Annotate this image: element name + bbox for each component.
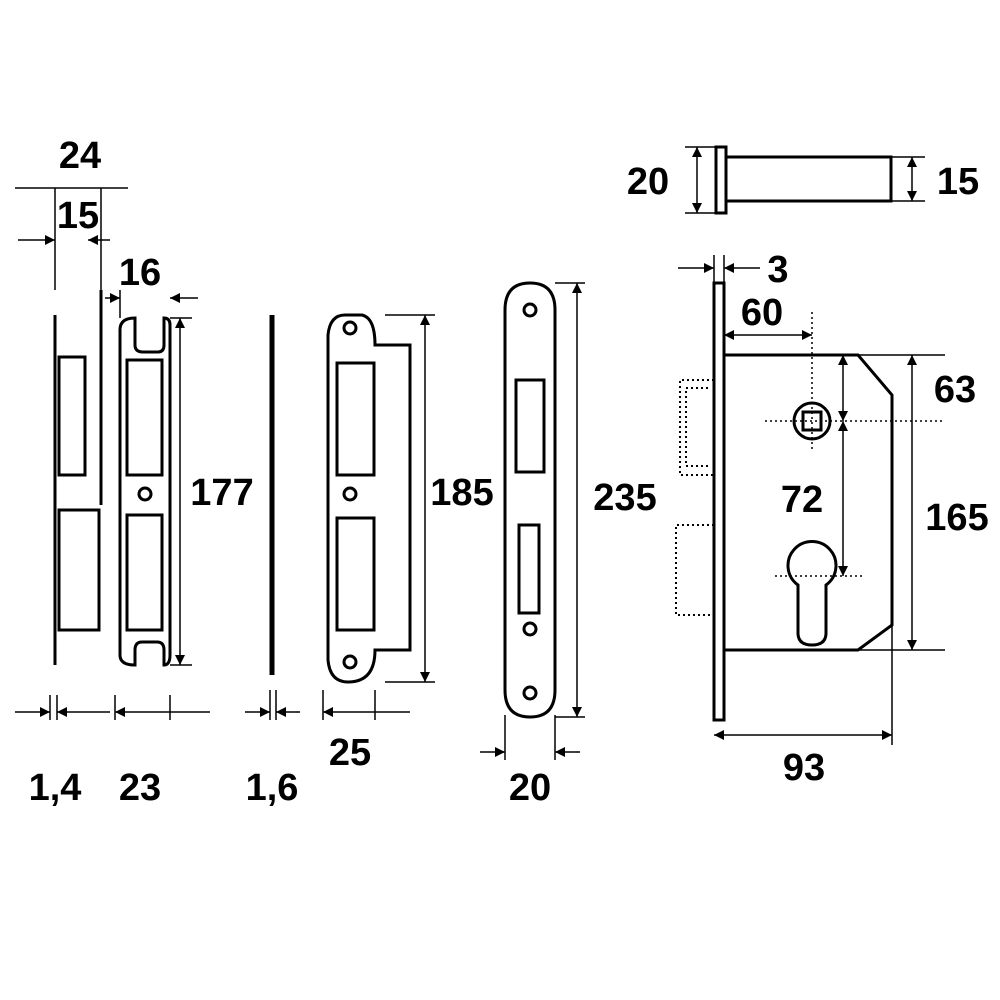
label-20-bottom: 20 xyxy=(509,767,551,809)
label-235: 235 xyxy=(593,477,656,519)
label-93: 93 xyxy=(783,747,825,789)
plate-side-view xyxy=(245,315,300,720)
label-3: 3 xyxy=(767,249,788,291)
label-25: 25 xyxy=(329,732,371,774)
label-185: 185 xyxy=(430,472,493,514)
bolt-top-view xyxy=(685,145,925,215)
dimension-labels: 24 15 16 177 1,4 23 1,6 25 185 235 20 20… xyxy=(29,135,989,809)
label-177: 177 xyxy=(190,472,253,514)
label-20-bolt: 20 xyxy=(627,161,669,203)
strike-plate-with-lip xyxy=(322,313,435,720)
faceplate-front xyxy=(480,281,585,760)
label-23: 23 xyxy=(119,767,161,809)
bottom-dimensions-left xyxy=(15,695,210,720)
label-165: 165 xyxy=(925,497,988,539)
label-15-left: 15 xyxy=(57,195,99,237)
strike-box-side-view xyxy=(15,187,128,665)
label-60: 60 xyxy=(741,292,783,334)
label-16: 16 xyxy=(119,252,161,294)
label-1-4: 1,4 xyxy=(29,767,82,809)
lock-case-side-view xyxy=(675,255,945,745)
label-24: 24 xyxy=(59,135,101,177)
label-72: 72 xyxy=(781,479,823,521)
label-15-bolt: 15 xyxy=(937,161,979,203)
label-63: 63 xyxy=(934,369,976,411)
label-1-6: 1,6 xyxy=(246,767,299,809)
strike-plate-front xyxy=(105,290,198,667)
